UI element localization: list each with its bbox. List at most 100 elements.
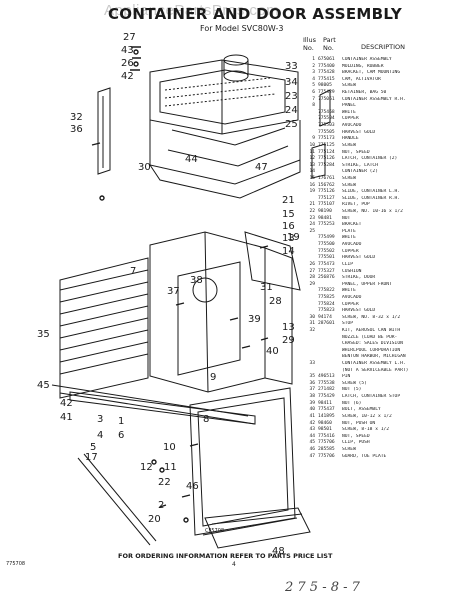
part-number: 775428 bbox=[318, 70, 335, 76]
part-number: 775825 bbox=[318, 294, 335, 300]
callout-42b: 42 bbox=[60, 398, 73, 409]
illus-number: 36 bbox=[309, 380, 315, 386]
illus-number: 28 bbox=[309, 275, 315, 281]
part-description: SCREW, NO. 10-16 x 1/2 bbox=[342, 209, 403, 215]
part-number: 775173 bbox=[318, 136, 335, 142]
parts-row: 775822 WHITE bbox=[303, 288, 468, 295]
part-number: 775500 bbox=[318, 242, 335, 248]
site-watermark: AppliancePartsPros.com bbox=[104, 2, 280, 19]
callout-17: 17 bbox=[85, 452, 98, 463]
part-description: RIVET, POP bbox=[342, 202, 370, 208]
callout-13: 13 bbox=[282, 233, 295, 244]
part-description: RETAINER, BAG 50 bbox=[342, 90, 387, 96]
illus-number: 23 bbox=[309, 215, 315, 221]
part-number: 94174 bbox=[318, 314, 332, 320]
model-subtitle: For Model SVC80W-3 bbox=[200, 24, 284, 33]
callout-47: 47 bbox=[255, 162, 268, 173]
part-description: STRIKE, DOOR bbox=[342, 275, 376, 281]
callout-14: 14 bbox=[282, 246, 295, 257]
part-description: NUT (6) bbox=[342, 400, 362, 406]
toe-plate bbox=[204, 507, 311, 549]
door-panel bbox=[189, 387, 298, 536]
part-description: SCREW bbox=[342, 175, 356, 181]
part-number: 775505 bbox=[318, 129, 335, 135]
part-number: 775823 bbox=[318, 308, 335, 314]
part-description: CAM, ACTIVATOR bbox=[342, 76, 381, 82]
callout-7: 7 bbox=[130, 266, 136, 277]
part-number: 775437 bbox=[318, 407, 335, 413]
part-description: AVOCADO bbox=[342, 123, 362, 129]
part-number: 775126 bbox=[318, 156, 335, 162]
part-number: 775473 bbox=[318, 261, 335, 267]
part-number: 775504 bbox=[318, 116, 335, 122]
part-description: WHITE bbox=[342, 235, 356, 241]
parts-row: 775823 HARVEST GOLD bbox=[303, 308, 468, 315]
callout-21: 21 bbox=[282, 195, 295, 206]
part-description: CUSHION bbox=[342, 268, 362, 274]
callout-27: 27 bbox=[123, 32, 136, 43]
part-description: COPPER bbox=[342, 116, 359, 122]
illus-number: 42 bbox=[309, 420, 315, 426]
part-description: SLIDE, CONTAINER R.H. bbox=[342, 195, 401, 201]
callout-38: 38 bbox=[190, 275, 203, 286]
doc-number: 775708 bbox=[6, 561, 26, 567]
illus-number: 27 bbox=[309, 268, 315, 274]
illus-number: 24 bbox=[309, 222, 315, 228]
parts-row: (NOT A SERVICEABLE PART) bbox=[303, 368, 468, 375]
callout-45: 45 bbox=[37, 380, 50, 391]
part-description: SCREW, NO. 8-32 x 1/2 bbox=[342, 314, 401, 320]
callout-11: 11 bbox=[164, 462, 177, 473]
part-description: CONTAINER ASSEMBLY bbox=[342, 57, 392, 62]
illus-number: 25 bbox=[309, 228, 315, 234]
callout-4: 4 bbox=[97, 430, 103, 441]
parts-row: 775504 COPPER bbox=[303, 116, 468, 123]
callout-42: 42 bbox=[121, 71, 134, 82]
part-number: 775061 bbox=[318, 96, 335, 102]
callout-16: 16 bbox=[282, 221, 295, 232]
callout-36: 36 bbox=[70, 124, 83, 135]
callout-12: 12 bbox=[140, 462, 153, 473]
part-description: SCREW bbox=[342, 182, 356, 188]
part-number: 775822 bbox=[318, 288, 335, 294]
part-number: 775503 bbox=[318, 123, 335, 129]
part-description: LATCH, CONTAINER (2) bbox=[342, 156, 398, 162]
illus-number: 2 bbox=[312, 63, 315, 69]
part-description: WHITE bbox=[342, 288, 356, 294]
part-description: HARVEST GOLD bbox=[342, 308, 376, 314]
page-title: CONTAINER AND DOOR ASSEMBLY bbox=[108, 5, 403, 23]
part-description: NOZZLE (LOAD BE PUR- bbox=[342, 334, 398, 340]
illus-number: 40 bbox=[309, 407, 315, 413]
part-number: 98481 bbox=[318, 215, 332, 221]
part-description: CLIP, PUSH bbox=[342, 440, 370, 446]
part-number: 775107 bbox=[318, 202, 335, 208]
part-description: CONTAINER ASSEMBLY L.H. bbox=[342, 361, 406, 367]
parts-row: 775503 AVOCADO bbox=[303, 123, 468, 130]
part-description: SCREW, 8-18 x 1/2 bbox=[342, 427, 390, 433]
illus-number: 21 bbox=[309, 202, 315, 208]
illus-number: 44 bbox=[309, 433, 315, 439]
part-number: 176761 bbox=[318, 175, 335, 181]
part-description: SCREW bbox=[342, 142, 356, 148]
part-number: 775502 bbox=[318, 248, 335, 254]
side-slides bbox=[97, 87, 331, 179]
illus-number: 33 bbox=[309, 361, 315, 367]
illus-number: 26 bbox=[309, 261, 315, 267]
part-description: PIN bbox=[342, 374, 351, 380]
illus-number: 37 bbox=[309, 387, 315, 393]
callout-22: 22 bbox=[158, 477, 171, 488]
part-description: PLATE bbox=[342, 228, 356, 234]
